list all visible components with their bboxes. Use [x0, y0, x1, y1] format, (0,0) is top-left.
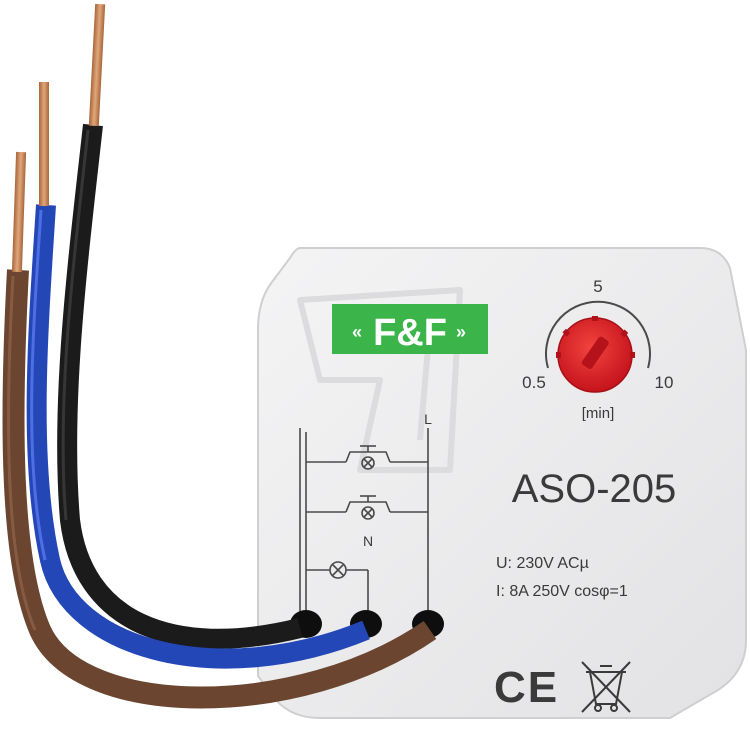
wire-blue: [26, 82, 370, 669]
ce-mark: CE: [494, 663, 559, 712]
dial-label-max: 10: [655, 373, 674, 392]
dial-label-min: 0.5: [522, 373, 546, 392]
knob-pointer: [581, 336, 609, 369]
diagram-label-l: L: [424, 411, 432, 427]
brand-logo-text: F&F: [373, 312, 447, 354]
model-name: ASO-205: [512, 467, 677, 511]
svg-text:»: »: [456, 322, 466, 342]
brand-logo: « F&F »: [332, 304, 488, 354]
dial-unit-label: [min]: [582, 405, 615, 422]
dial-label-mid: 5: [593, 277, 602, 296]
wire-black: [57, 3, 303, 649]
wiring-diagram: [299, 428, 429, 612]
svg-text:«: «: [352, 322, 362, 342]
voltage-spec: U: 230V ACµ: [496, 555, 589, 572]
weee-bin-icon: [581, 661, 631, 713]
current-spec: I: 8A 250V cosφ=1: [496, 583, 628, 600]
wire-brown: [2, 151, 437, 709]
time-knob[interactable]: [556, 316, 635, 393]
diagram-label-n: N: [363, 533, 373, 549]
dial-scale-arc: [545, 300, 651, 369]
